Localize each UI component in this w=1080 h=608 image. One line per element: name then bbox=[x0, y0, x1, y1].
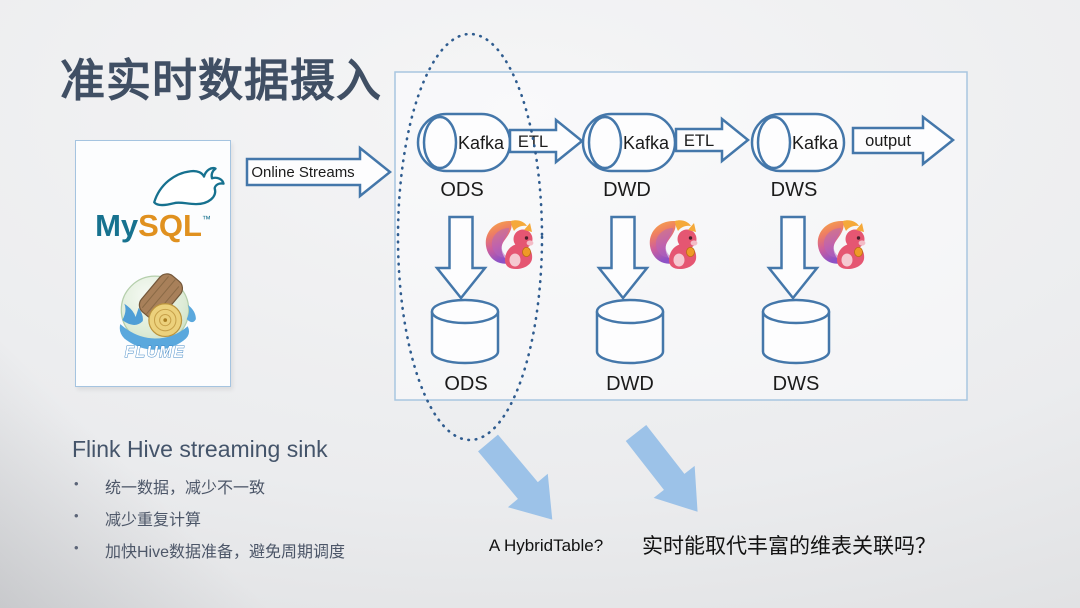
callout-arrow-right bbox=[625, 424, 698, 512]
kafka-label: Kafka bbox=[792, 133, 839, 153]
hive-table-dws bbox=[761, 298, 831, 365]
down-arrow-2 bbox=[596, 215, 650, 301]
notes-bullets: • 统一数据，减少不一致 • 减少重复计算 • 加快Hive数据准备，避免周期调… bbox=[74, 474, 345, 570]
bullet-text: 统一数据，减少不一致 bbox=[105, 480, 266, 497]
table-name-ods: ODS bbox=[444, 373, 487, 395]
kafka-queue-dws: Kafka bbox=[750, 112, 846, 173]
list-item: • 减少重复计算 bbox=[74, 506, 345, 538]
etl-arrow-1: ETL bbox=[508, 117, 584, 165]
source-panel: MySQL™ FLUME bbox=[75, 140, 231, 387]
hive-table-ods bbox=[430, 298, 500, 365]
list-item: • 加快Hive数据准备，避免周期调度 bbox=[74, 538, 345, 570]
input-arrow: Online Streams bbox=[245, 145, 393, 199]
flume-rings bbox=[148, 303, 183, 338]
stage-name-dws: DWS bbox=[771, 179, 818, 201]
kafka-queue-dwd: Kafka bbox=[581, 112, 677, 173]
etl-arrow-2: ETL bbox=[674, 116, 750, 164]
bullet-icon: • bbox=[74, 540, 79, 555]
output-arrow-label: output bbox=[865, 132, 911, 150]
output-arrow: output bbox=[851, 114, 956, 167]
etl-label-1: ETL bbox=[518, 133, 548, 151]
flume-splash-right bbox=[186, 304, 196, 323]
flume-log bbox=[138, 273, 184, 321]
hive-table-dwd bbox=[595, 298, 665, 365]
bullet-icon: • bbox=[74, 508, 79, 523]
flume-icon: FLUME bbox=[119, 273, 196, 361]
callout-arrow-left bbox=[478, 434, 553, 520]
table-name-dwd: DWD bbox=[606, 373, 654, 395]
kafka-queue-ods: Kafka bbox=[416, 112, 512, 173]
question-left: A HybridTable? bbox=[488, 536, 604, 555]
mysql-dolphin-icon bbox=[153, 166, 225, 207]
mysql-logo-my: My bbox=[95, 208, 139, 243]
table-name-dws: DWS bbox=[773, 373, 820, 395]
mysql-logo-sql: SQL bbox=[138, 208, 202, 243]
notes-heading: Flink Hive streaming sink bbox=[72, 436, 328, 462]
down-arrow-1 bbox=[434, 215, 488, 301]
input-arrow-label: Online Streams bbox=[251, 164, 354, 181]
bullet-icon: • bbox=[74, 476, 79, 491]
flume-wordmark: FLUME bbox=[125, 344, 185, 361]
mysql-logo: MySQL™ bbox=[76, 208, 230, 243]
stage-name-dwd: DWD bbox=[603, 179, 651, 201]
list-item: • 统一数据，减少不一致 bbox=[74, 474, 345, 506]
stage-name-ods: ODS bbox=[440, 179, 483, 201]
kafka-label: Kafka bbox=[458, 133, 505, 153]
bullet-text: 加快Hive数据准备，避免周期调度 bbox=[105, 544, 346, 561]
flume-splash-left bbox=[122, 303, 143, 325]
kafka-label: Kafka bbox=[623, 133, 670, 153]
down-arrow-3 bbox=[766, 215, 820, 301]
flume-splash-bottom bbox=[119, 324, 190, 350]
bullet-text: 减少重复计算 bbox=[105, 512, 202, 529]
etl-label-2: ETL bbox=[684, 132, 714, 150]
focus-ellipse bbox=[396, 32, 544, 442]
question-right: 实时能取代丰富的维表关联吗？ bbox=[642, 535, 936, 558]
page-title: 准实时数据摄入 bbox=[60, 55, 383, 106]
mysql-trademark: ™ bbox=[201, 214, 211, 224]
